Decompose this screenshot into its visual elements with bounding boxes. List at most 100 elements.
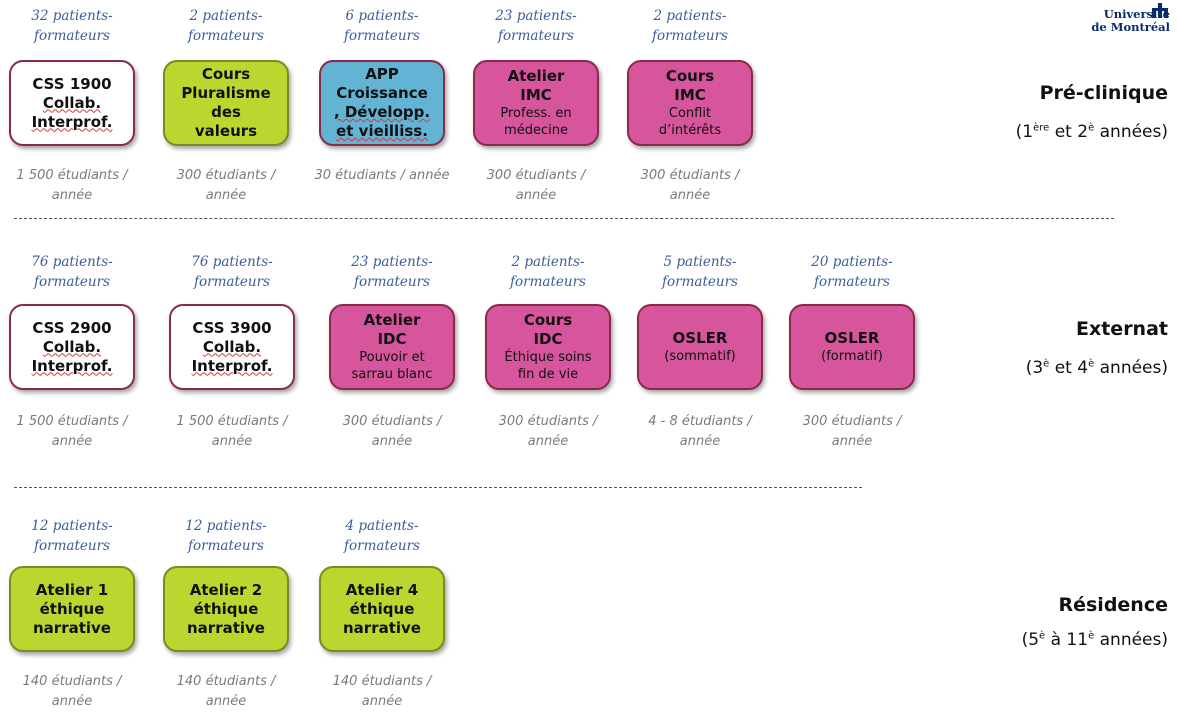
students-per-year: 300 étudiants / année — [176, 168, 276, 203]
course-title-line: , Développ. — [333, 103, 431, 121]
course-title-line: OSLER — [672, 329, 728, 347]
course-title-line: et vieilliss. — [336, 122, 428, 140]
patients-formateurs-count: 12 patients-formateurs — [31, 518, 113, 554]
patients-formateurs-count: 76 patients-formateurs — [31, 254, 113, 290]
course-title-line: Collab. — [42, 93, 102, 112]
course-title-line: Cours — [665, 67, 715, 85]
course-title-line: Atelier 4 — [345, 580, 419, 599]
course-title-line: narrative — [187, 618, 265, 637]
course-title-line: valeurs — [194, 122, 258, 140]
section-years-residence: (5è à 11è années) — [1021, 630, 1168, 650]
students-per-year: 140 étudiants / année — [176, 674, 276, 709]
course-title-line: Collab. — [42, 337, 102, 356]
course-title-line: narrative — [343, 618, 421, 637]
patients-formateurs-count: 23 patients-formateurs — [495, 8, 577, 44]
patients-formateurs-count: 6 patients-formateurs — [344, 8, 420, 44]
course-title-line: éthique — [193, 599, 259, 618]
patients-formateurs-count: 2 patients-formateurs — [652, 8, 728, 44]
course-subtitle-line: sarrau blanc — [351, 367, 433, 382]
course-subtitle-line: Pouvoir et — [359, 350, 425, 365]
course-title-line: des — [211, 103, 241, 121]
patients-formateurs-count: 2 patients-formateurs — [188, 8, 264, 44]
course-subtitle-line: (formatif) — [821, 349, 883, 364]
section-years-externat: (3è et 4è années) — [1025, 358, 1168, 378]
course-title-line: OSLER — [824, 329, 880, 347]
course-title-line: CSS 1900 — [32, 74, 112, 93]
patients-formateurs-count: 5 patients-formateurs — [662, 254, 738, 290]
students-per-year: 30 étudiants / année — [314, 168, 450, 183]
course-subtitle-line: (sommatif) — [664, 349, 736, 364]
university-logo: Université de Montréal — [1091, 8, 1170, 34]
students-per-year: 140 étudiants / année — [22, 674, 122, 709]
separator-1 — [14, 218, 1114, 219]
course-title-line: CSS 2900 — [32, 318, 112, 337]
course-title-line: IMC — [674, 86, 706, 104]
students-per-year: 300 étudiants / année — [802, 414, 902, 449]
students-per-year: 1 500 étudiants / année — [16, 168, 128, 203]
course-title-line: éthique — [39, 599, 105, 618]
students-per-year: 300 étudiants / année — [640, 168, 740, 203]
course-subtitle-line: Éthique soins — [504, 350, 592, 365]
course-subtitle-line: Profess. en — [500, 106, 572, 121]
course-title-line: Interprof. — [191, 356, 273, 375]
patients-formateurs-count: 4 patients-formateurs — [344, 518, 420, 554]
patients-formateurs-count: 12 patients-formateurs — [185, 518, 267, 554]
course-title-line: Pluralisme — [181, 84, 271, 102]
course-subtitle-line: Conflit — [668, 106, 712, 121]
udem-logo-icon — [1152, 3, 1168, 18]
course-title-line: Cours — [523, 311, 573, 329]
course-title-line: IDC — [533, 330, 563, 348]
course-title-line: APP — [365, 65, 399, 83]
patients-formateurs-count: 76 patients-formateurs — [191, 254, 273, 290]
course-title-line: éthique — [349, 599, 415, 618]
course-title-line: Atelier 1 — [35, 580, 109, 599]
course-title-line: Atelier 2 — [189, 580, 263, 599]
patients-formateurs-count: 32 patients-formateurs — [31, 8, 113, 44]
course-card-osler: OSLER (formatif) — [789, 304, 915, 390]
course-title-line: Croissance — [336, 84, 428, 102]
students-per-year: 4 - 8 étudiants / année — [648, 414, 752, 449]
course-card-osler: OSLER (sommatif) — [637, 304, 763, 390]
logo-line2: de Montréal — [1091, 20, 1170, 34]
logo-line1: Université — [1103, 7, 1170, 21]
course-title-line: CSS 3900 — [192, 318, 272, 337]
course-title-line: Atelier — [363, 311, 421, 329]
course-title-line: IDC — [377, 330, 407, 348]
course-subtitle-line: d’intérêts — [658, 123, 722, 138]
section-title-residence: Résidence — [1058, 594, 1168, 616]
section-years-preclinique: (1ère et 2è années) — [1015, 122, 1168, 142]
separator-2 — [14, 487, 862, 488]
course-title-line: narrative — [33, 618, 111, 637]
course-title-line: Atelier — [507, 67, 565, 85]
students-per-year: 300 étudiants / année — [498, 414, 598, 449]
patients-formateurs-count: 20 patients-formateurs — [811, 254, 893, 290]
students-per-year: 300 étudiants / année — [342, 414, 442, 449]
section-title-externat: Externat — [1075, 318, 1168, 340]
students-per-year: 1 500 étudiants / année — [16, 414, 128, 449]
course-subtitle-line: médecine — [504, 123, 568, 138]
course-subtitle-line: fin de vie — [517, 367, 579, 382]
course-title-line: IMC — [520, 86, 552, 104]
patients-formateurs-count: 23 patients-formateurs — [351, 254, 433, 290]
patients-formateurs-count: 2 patients-formateurs — [510, 254, 586, 290]
course-title-line: Interprof. — [31, 112, 113, 131]
course-title-line: Collab. — [202, 337, 262, 356]
course-title-line: Interprof. — [31, 356, 113, 375]
students-per-year: 300 étudiants / année — [486, 168, 586, 203]
students-per-year: 140 étudiants / année — [332, 674, 432, 709]
students-per-year: 1 500 étudiants / année — [176, 414, 288, 449]
section-title-preclinique: Pré-clinique — [1039, 82, 1168, 104]
course-title-line: Cours — [201, 65, 251, 83]
